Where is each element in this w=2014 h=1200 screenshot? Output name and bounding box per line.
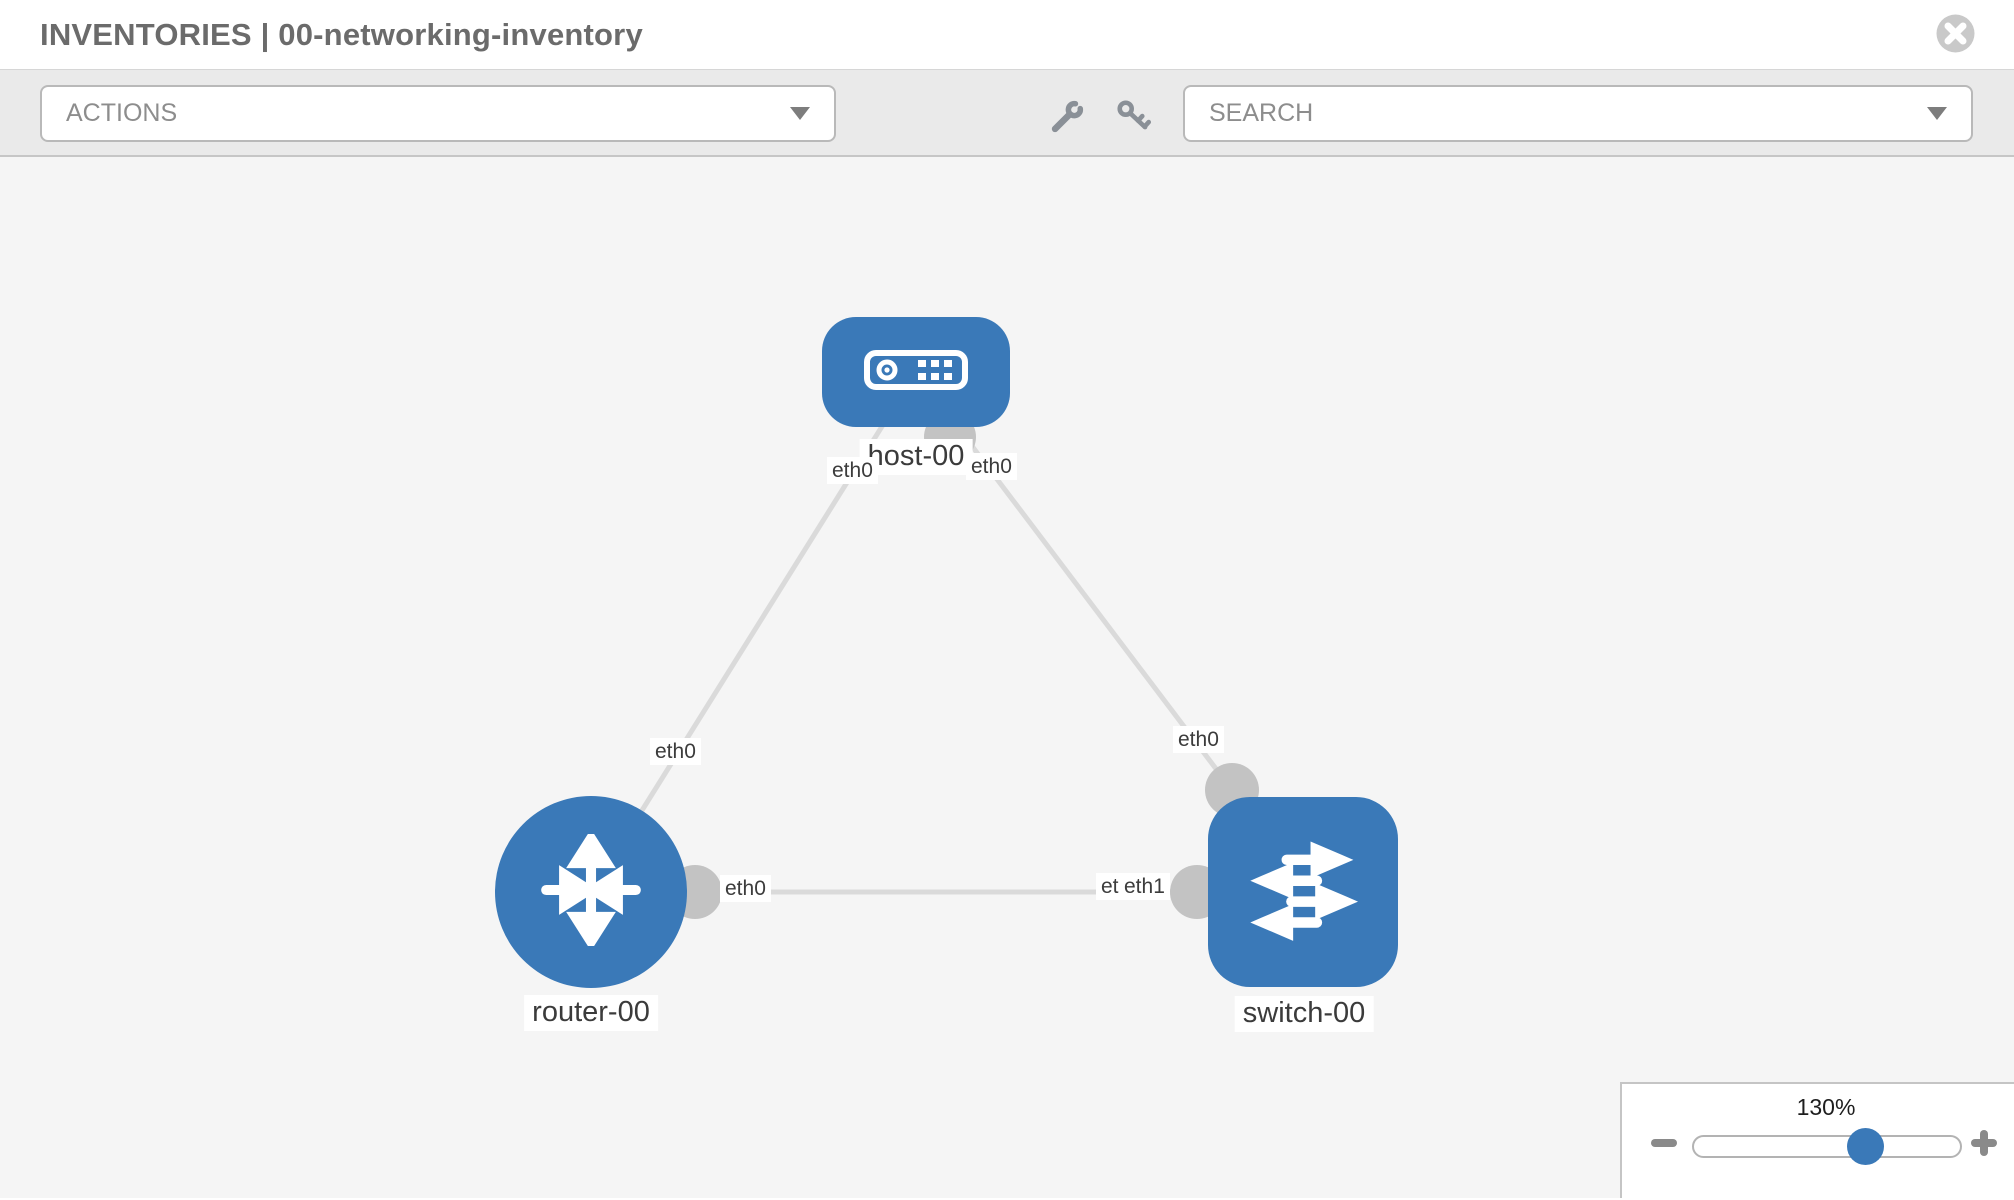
zoom-slider-track[interactable] xyxy=(1692,1135,1962,1158)
chevron-down-icon xyxy=(790,107,810,120)
close-icon[interactable] xyxy=(1936,14,1975,53)
node-label-router: router-00 xyxy=(524,995,658,1031)
topology-canvas[interactable]: host-00 router-00 switch-00 eth0 eth0 et… xyxy=(0,157,2014,1198)
interface-label-router-eth0: eth0 xyxy=(650,738,701,766)
key-icon[interactable] xyxy=(1111,94,1157,140)
switch-icon xyxy=(1245,832,1361,953)
search-dropdown-label: SEARCH xyxy=(1209,99,1314,127)
header: INVENTORIES | 00-networking-inventory xyxy=(0,0,2014,70)
zoom-in-icon[interactable] xyxy=(1971,1130,1997,1156)
zoom-percentage: 130% xyxy=(1796,1094,1856,1120)
wrench-icon[interactable] xyxy=(1044,94,1090,140)
interface-label-switch-eth1: eth1 xyxy=(1119,873,1170,901)
interface-label-host-eth0: eth0 xyxy=(966,453,1017,481)
server-icon xyxy=(864,349,968,395)
zoom-control-panel: 130% xyxy=(1620,1082,2014,1198)
zoom-out-icon[interactable] xyxy=(1651,1139,1677,1147)
router-icon xyxy=(535,828,647,951)
actions-dropdown-label: ACTIONS xyxy=(66,99,178,127)
actions-dropdown[interactable]: ACTIONS xyxy=(40,85,836,142)
search-dropdown[interactable]: SEARCH xyxy=(1183,85,1973,142)
node-router-00[interactable] xyxy=(495,796,687,988)
node-label-host: host-00 xyxy=(859,439,973,475)
node-switch-00[interactable] xyxy=(1208,797,1398,987)
node-host-00[interactable] xyxy=(822,317,1010,427)
interface-label-host-eth0: eth0 xyxy=(827,457,878,485)
chevron-down-icon xyxy=(1927,107,1947,120)
node-label-switch: switch-00 xyxy=(1234,996,1374,1032)
topology-edges xyxy=(588,370,1259,919)
toolbar: ACTIONS SEARCH xyxy=(0,70,2014,157)
page-title: INVENTORIES | 00-networking-inventory xyxy=(40,16,643,52)
interface-label-switch-eth0: eth0 xyxy=(1173,726,1224,754)
interface-label-router-eth0: eth0 xyxy=(720,875,771,903)
zoom-slider-thumb[interactable] xyxy=(1847,1128,1884,1165)
